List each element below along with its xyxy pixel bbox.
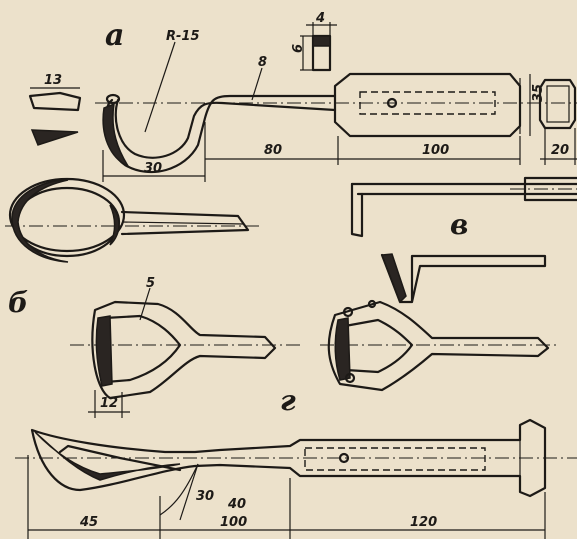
dim-radius: R-15 [166, 29, 200, 44]
view-label-b: б [8, 286, 28, 319]
dim-6: 6 [291, 44, 306, 53]
dim-40: 40 [227, 497, 246, 512]
dim-8: 8 [258, 55, 267, 70]
dim-100-b: 100 [220, 515, 247, 530]
dim-120: 120 [410, 515, 437, 530]
view-b-ring-tool [5, 177, 260, 263]
dim-13: 13 [44, 73, 62, 88]
view-g-gouge-right [320, 299, 556, 392]
dim-5: 5 [146, 276, 155, 291]
dim-80: 80 [264, 143, 282, 158]
view-label-a: а [105, 18, 124, 53]
view-g-gouge-left [70, 287, 300, 418]
dim-100-a: 100 [422, 143, 449, 158]
view-v-bent-blade [350, 176, 577, 304]
dim-45: 45 [79, 515, 98, 530]
view-label-v: в [450, 208, 468, 241]
dim-4: 4 [315, 11, 325, 26]
dim-30-b: 30 [196, 489, 214, 504]
view-label-g: г [280, 384, 296, 417]
dim-20: 20 [551, 143, 569, 158]
bottom-gouge-with-handle [15, 418, 577, 539]
dim-35: 35 [531, 84, 546, 102]
dim-30-a: 30 [144, 161, 162, 176]
view-a-hook-tool [28, 22, 577, 182]
dim-12: 12 [100, 396, 118, 411]
